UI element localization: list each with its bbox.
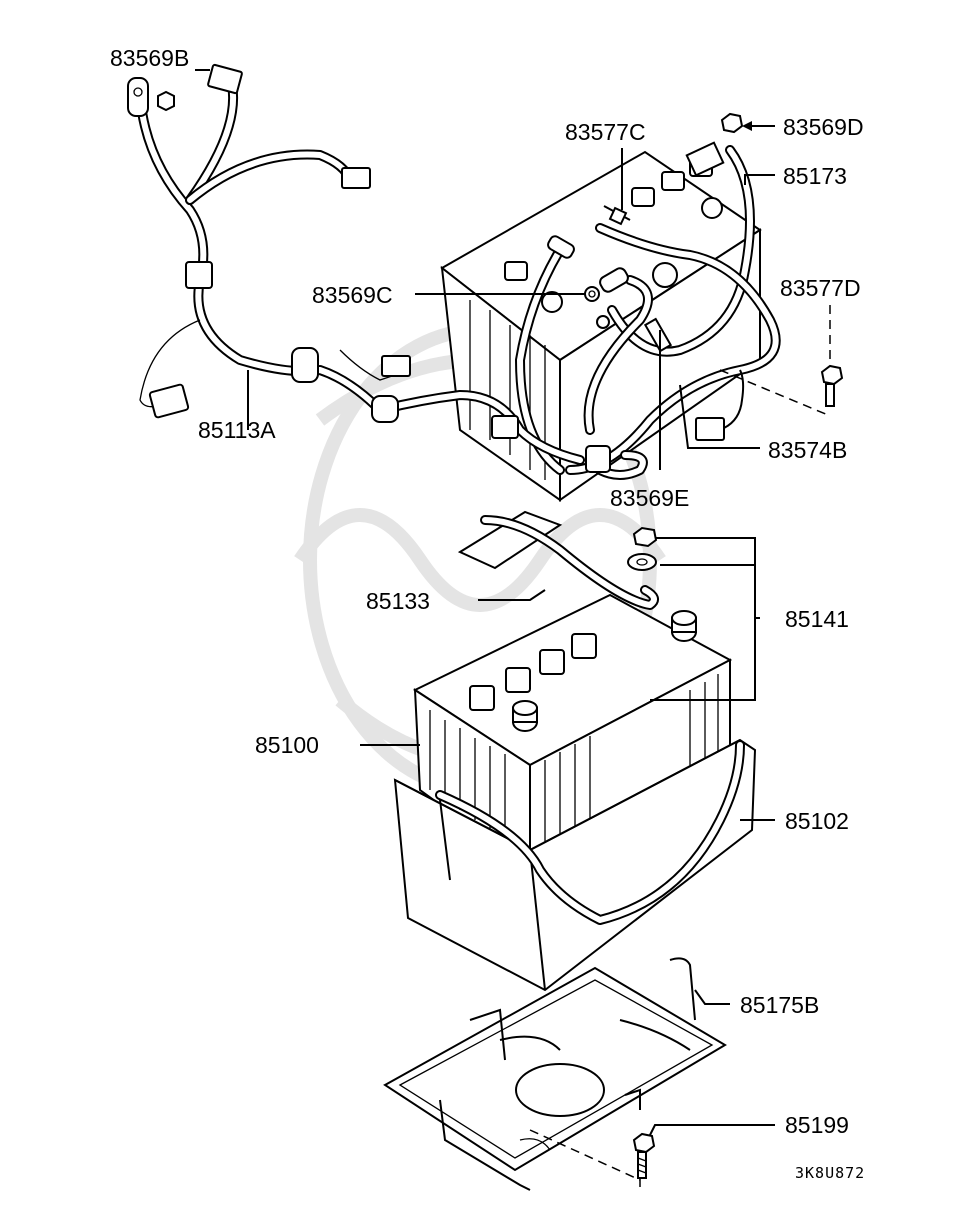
callout-83569e: 83569E — [610, 485, 689, 511]
diagram-code: 3K8U872 — [795, 1164, 865, 1182]
fastener-83569c — [584, 286, 600, 302]
callout-83569d: 83569D — [783, 114, 864, 140]
callout-85199: 85199 — [785, 1112, 849, 1138]
callout-83569b: 83569B — [110, 45, 189, 71]
callout-83574b: 83574B — [768, 437, 847, 463]
hold-down-bracket-85133 — [457, 510, 659, 610]
callout-85102: 85102 — [785, 808, 849, 834]
battery-terminals — [512, 610, 697, 732]
callout-85175b: 85175B — [740, 992, 819, 1018]
battery-box-85102 — [393, 738, 757, 992]
callout-83577c: 83577C — [565, 119, 646, 145]
wiring-harness-85113a — [127, 63, 611, 473]
battery-vent-caps — [469, 633, 597, 711]
bolt-83577c — [603, 205, 631, 226]
callout-85141: 85141 — [785, 606, 849, 632]
bolt-85199 — [632, 1132, 656, 1179]
callout-85100: 85100 — [255, 732, 319, 758]
nut-83569d — [720, 112, 744, 134]
callout-85173: 85173 — [783, 163, 847, 189]
callout-labels: 83569B 83577C 83569D 85173 83569C 83577D… — [110, 45, 865, 1182]
battery-tray-85175b — [383, 957, 727, 1191]
callout-85133: 85133 — [366, 588, 430, 614]
leader-lines — [195, 69, 831, 1192]
fastener-83569e — [596, 315, 610, 329]
callout-83569c: 83569C — [312, 282, 393, 308]
callout-83577d: 83577D — [780, 275, 861, 301]
bolt-83577d — [820, 364, 844, 407]
callout-85113a: 85113A — [198, 417, 276, 443]
